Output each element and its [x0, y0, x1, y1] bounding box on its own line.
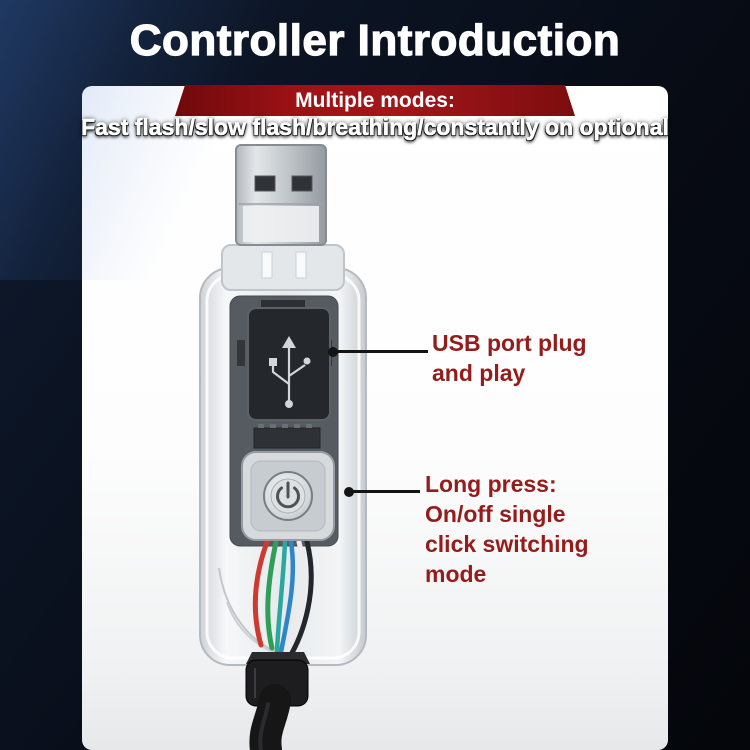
callout-button-pointer-line — [344, 486, 420, 497]
callout-usb-text-line-1: USB port plug — [432, 330, 587, 356]
callout-long-press: Long press: On/off single click switchin… — [425, 469, 589, 589]
usb-symbol-plate — [247, 307, 331, 421]
page-title: Controller Introduction — [129, 15, 621, 65]
callout-button-pointer-dot — [344, 486, 354, 497]
callout-button-text-line-4: mode — [425, 561, 487, 587]
callout-button-text-line-1: Long press: — [425, 471, 557, 497]
chip — [253, 424, 321, 449]
modes-ribbon-heading: Multiple modes: — [295, 88, 455, 112]
callout-usb-port: USB port plug and play — [432, 328, 587, 388]
usb-plug-hole — [291, 175, 313, 192]
callout-button-text-line-3: click switching — [425, 531, 589, 557]
usb-trident-icon — [269, 336, 311, 408]
wires — [252, 539, 314, 661]
callout-usb-pointer-line — [328, 346, 428, 357]
white-card — [82, 86, 668, 750]
callout-usb-pointer-dot — [328, 346, 338, 357]
controller-photo — [199, 144, 367, 750]
plug-collar — [221, 244, 345, 291]
usb-plug — [235, 144, 327, 246]
modes-ribbon: Multiple modes: — [175, 85, 575, 116]
usb-plug-hole — [254, 175, 276, 192]
callout-usb-text-line-2: and play — [432, 360, 526, 386]
callout-button-text-line-2: On/off single — [425, 501, 566, 527]
modes-subheading: Fast flash/slow flash/breathing/constant… — [81, 114, 669, 141]
cable — [249, 684, 291, 750]
power-icon — [276, 481, 300, 509]
power-button — [241, 451, 335, 541]
